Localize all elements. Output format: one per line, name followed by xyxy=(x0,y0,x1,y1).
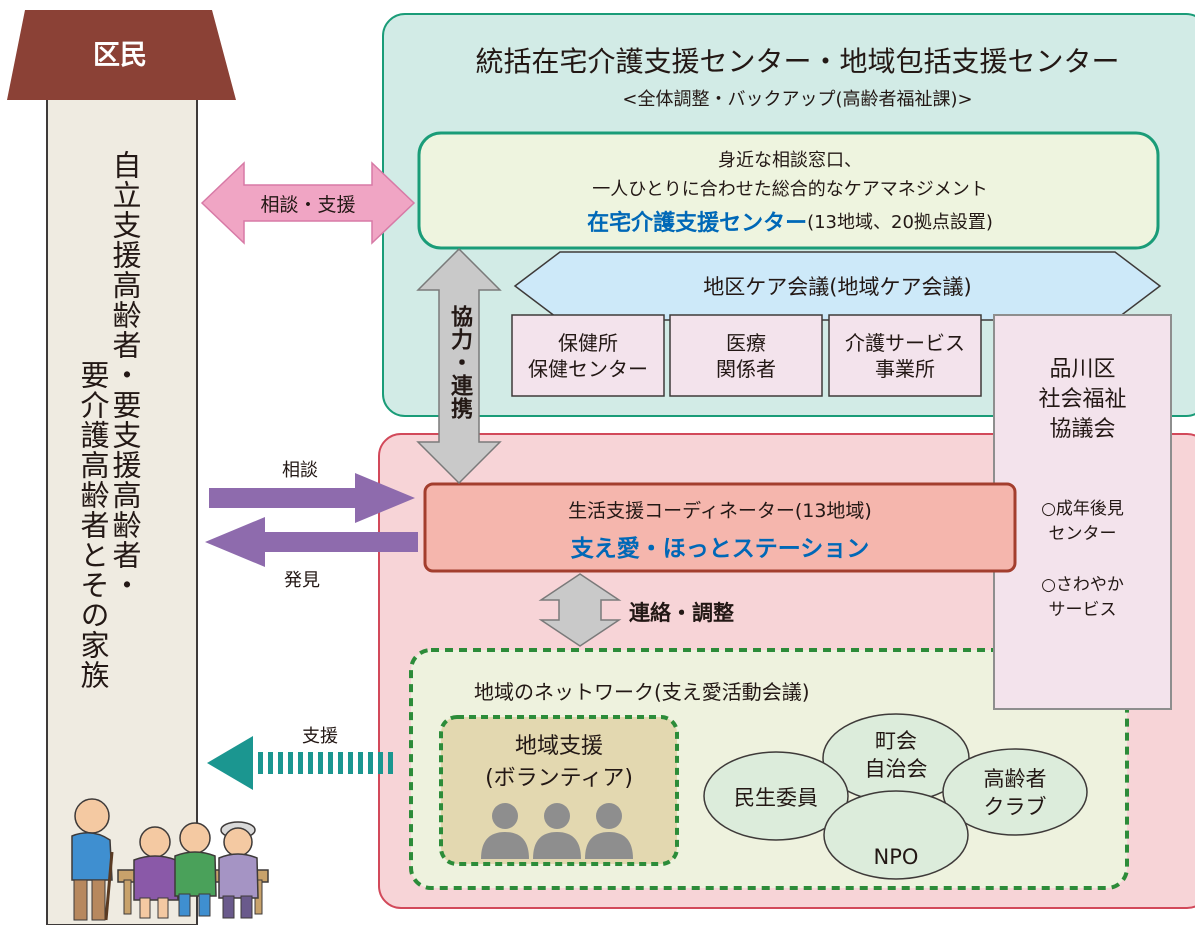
member-medical: 医療 関係者 xyxy=(670,315,822,396)
welfare-council-name: 品川区 社会福祉 協議会 xyxy=(994,352,1171,448)
org-elderly-club-ellipse xyxy=(942,748,1088,836)
org-minsei-ellipse xyxy=(703,751,849,841)
residents-column xyxy=(46,97,198,925)
consult-label: 相談 xyxy=(282,460,318,481)
consult-arrow xyxy=(209,473,415,523)
discover-arrow xyxy=(205,517,418,567)
coordinator-line1: 生活支援コーディネーター(13地域) xyxy=(568,499,872,522)
welfare-council-name-line3: 協議会 xyxy=(1049,417,1116,442)
top-box-title: 統括在宅介護支援センター・地域包括支援センター xyxy=(475,45,1120,78)
welfare-council-box xyxy=(993,314,1172,710)
org-elderly-club-label: 高齢者 クラブ xyxy=(965,760,1065,826)
volunteer-person-icon xyxy=(481,803,529,859)
org-elderly-club-line2: クラブ xyxy=(983,795,1047,819)
volunteer-person-icon xyxy=(533,803,581,859)
welfare-council-item2-line2: サービス xyxy=(1048,600,1117,620)
member-health: 保健所 保健センター xyxy=(512,315,664,396)
consult-support-arrow xyxy=(200,161,416,245)
support-arrow-head xyxy=(207,736,253,790)
care-meeting-label: 地区ケア会議(地域ケア会議) xyxy=(703,275,972,299)
member-box-health xyxy=(511,314,665,397)
coordination-arrow xyxy=(538,573,622,647)
member-care-service-line2: 事業所 xyxy=(875,356,935,381)
home-care-center-box xyxy=(417,131,1160,250)
home-care-center-line2: 一人ひとりに合わせた総合的なケアマネジメント xyxy=(592,179,988,200)
coordinator-name: 支え愛・ほっとステーション xyxy=(570,536,870,562)
consult-support-label: 相談・支援 xyxy=(260,193,356,216)
cooperation-label: 協力・連携 xyxy=(447,305,472,420)
volunteer-label: 地域支援 (ボランティア) xyxy=(441,730,677,796)
residents-column-text-line2: 要介護高齢者とその家族 xyxy=(76,360,110,690)
volunteer-label-line2: (ボランティア) xyxy=(485,766,633,791)
org-minsei-label: 民生委員 xyxy=(734,786,818,810)
welfare-council-name-line1: 品川区 xyxy=(1049,357,1116,382)
residents-roof xyxy=(7,10,236,100)
welfare-council-item1-line2: センター xyxy=(1048,524,1117,544)
member-medical-line1: 医療 xyxy=(726,330,766,355)
welfare-council-item2-line1: ○さわやか xyxy=(1041,575,1124,595)
home-care-center-name: 在宅介護支援センター xyxy=(587,211,808,236)
welfare-council-item-sawayaka: ○さわやか サービス xyxy=(994,570,1171,626)
support-arrow-dashes xyxy=(258,752,393,774)
discover-label: 発見 xyxy=(284,570,320,591)
welfare-council-item1-line1: ○成年後見 xyxy=(1041,499,1124,519)
member-health-line2: 保健センター xyxy=(528,356,648,381)
residents-column-text-line1: 自立支援高齢者・要支援高齢者・ xyxy=(108,150,142,600)
top-box-subtitle: <全体調整・バックアップ(高齢者福祉課)> xyxy=(622,89,973,110)
support-label: 支援 xyxy=(302,726,338,747)
org-elderly-club-line1: 高齢者 xyxy=(983,767,1047,791)
member-box-medical xyxy=(669,314,823,397)
network-title: 地域のネットワーク(支え愛活動会議) xyxy=(474,680,810,704)
member-care-service-line1: 介護サービス xyxy=(845,330,965,355)
member-care-service: 介護サービス 事業所 xyxy=(829,315,981,396)
volunteer-person-icon xyxy=(585,803,633,859)
home-care-center-note: (13地域、20拠点設置) xyxy=(807,212,993,233)
org-chokai-line2: 自治会 xyxy=(864,757,928,781)
member-box-care-service xyxy=(828,314,982,397)
cooperation-arrow xyxy=(416,247,502,485)
org-chokai-label: 町会 自治会 xyxy=(846,722,946,788)
volunteer-label-line1: 地域支援 xyxy=(514,734,603,759)
member-medical-line2: 関係者 xyxy=(716,356,776,381)
elderly-people-illustration xyxy=(71,798,269,921)
org-npo-label: NPO xyxy=(873,845,919,869)
home-care-center-line1: 身近な相談窓口、 xyxy=(718,150,862,171)
org-chokai-line1: 町会 xyxy=(875,729,917,753)
member-health-line1: 保健所 xyxy=(558,330,618,355)
coordinator-box xyxy=(423,482,1017,573)
welfare-council-item-guardianship: ○成年後見 センター xyxy=(994,494,1171,550)
residents-label: 区民 xyxy=(93,39,147,71)
org-npo-ellipse xyxy=(823,790,969,880)
home-care-center-name-row: 在宅介護支援センター (13地域、20拠点設置) xyxy=(430,204,1150,238)
coordination-label: 連絡・調整 xyxy=(629,601,734,625)
welfare-council-name-line2: 社会福祉 xyxy=(1038,387,1127,412)
